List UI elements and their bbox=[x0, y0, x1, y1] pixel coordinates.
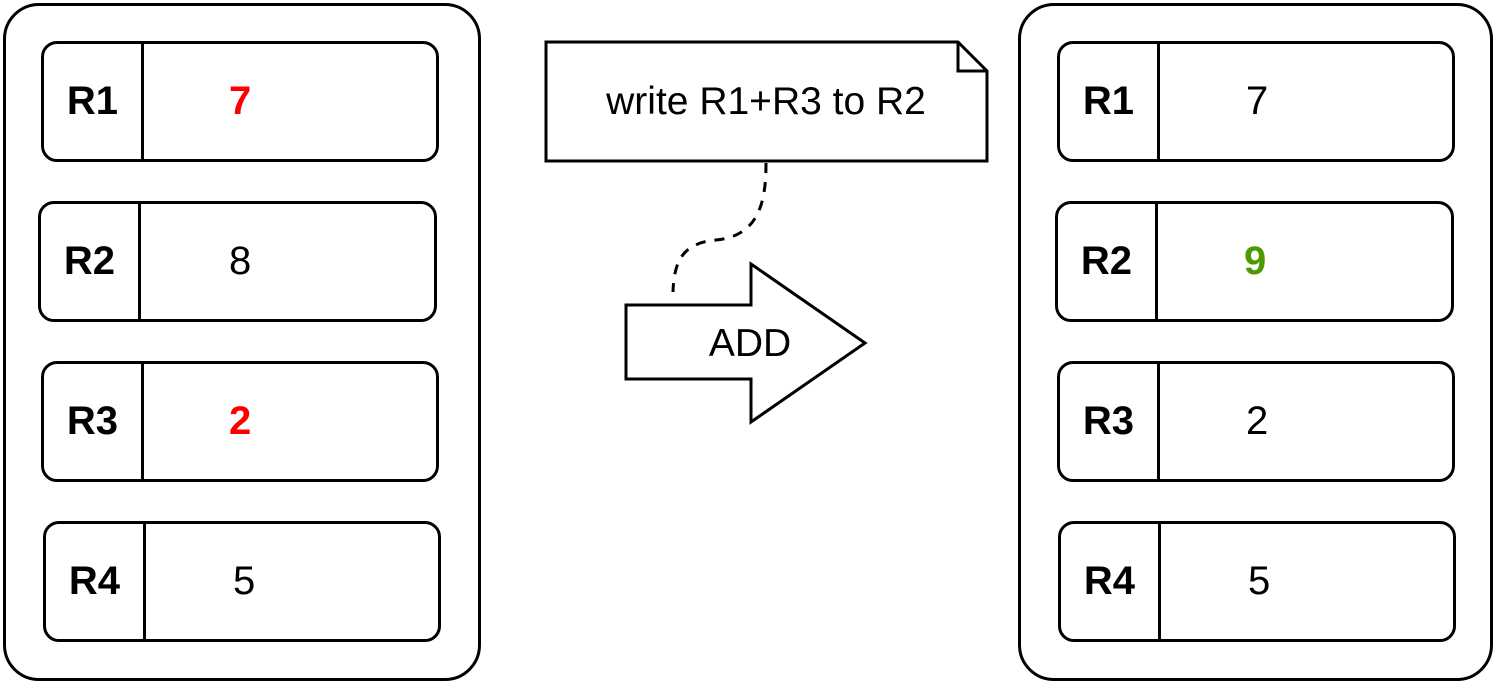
right-register-r3: R3 2 bbox=[1057, 361, 1455, 482]
left-register-r2: R2 8 bbox=[38, 201, 437, 322]
register-name: R3 bbox=[44, 364, 144, 479]
right-register-r4: R4 5 bbox=[1058, 521, 1456, 642]
register-name: R2 bbox=[1058, 204, 1158, 319]
register-name: R2 bbox=[41, 204, 141, 319]
register-value: 7 bbox=[229, 79, 252, 123]
right-register-r1: R1 7 bbox=[1057, 41, 1455, 162]
register-name: R3 bbox=[1060, 364, 1160, 479]
note-shape bbox=[544, 40, 989, 163]
register-value: 9 bbox=[1244, 239, 1267, 283]
register-value: 7 bbox=[1246, 79, 1269, 123]
register-value: 2 bbox=[1246, 399, 1269, 443]
left-register-r1: R1 7 bbox=[41, 41, 439, 162]
dashed-connector bbox=[671, 162, 768, 293]
register-value: 2 bbox=[229, 399, 252, 443]
add-arrow-label: ADD bbox=[708, 322, 792, 365]
add-arrow-shape bbox=[624, 261, 868, 425]
register-value: 8 bbox=[229, 239, 252, 283]
note-label: write R1+R3 to R2 bbox=[606, 80, 926, 123]
left-register-r3: R3 2 bbox=[41, 361, 439, 482]
note-fold-corner bbox=[956, 42, 987, 73]
register-value: 5 bbox=[233, 559, 256, 603]
right-register-r2: R2 9 bbox=[1055, 201, 1454, 322]
register-name: R4 bbox=[46, 524, 146, 639]
left-register-r4: R4 5 bbox=[43, 521, 441, 642]
register-name: R1 bbox=[1060, 44, 1160, 159]
register-name: R1 bbox=[44, 44, 144, 159]
register-value: 5 bbox=[1248, 559, 1271, 603]
register-name: R4 bbox=[1061, 524, 1161, 639]
